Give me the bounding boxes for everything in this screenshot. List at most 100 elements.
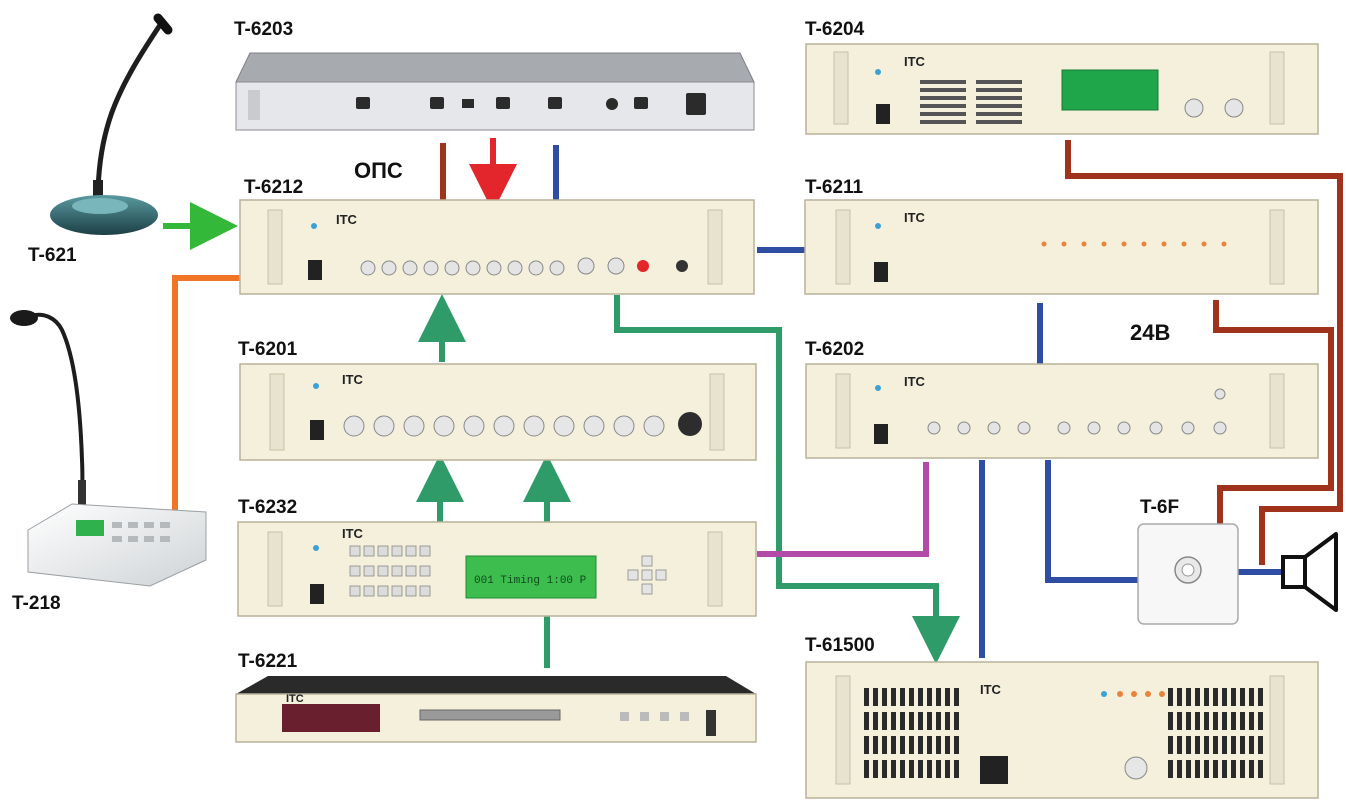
label-t6f: T-6F bbox=[1140, 498, 1179, 517]
vent-slot bbox=[882, 688, 887, 706]
vent-slot bbox=[1240, 688, 1245, 706]
device-t6f bbox=[1138, 524, 1238, 624]
brand-logo: ITC bbox=[342, 526, 364, 541]
brand-logo: ITC bbox=[286, 693, 304, 705]
vent-slot bbox=[1258, 760, 1263, 778]
label-t6212: T-6212 bbox=[244, 178, 303, 197]
vent-slot bbox=[882, 712, 887, 730]
brand-logo: ITC bbox=[904, 54, 926, 69]
vent-slot bbox=[945, 736, 950, 754]
vent-slot bbox=[864, 712, 869, 730]
vent-slot bbox=[1186, 736, 1191, 754]
vent-slot bbox=[1258, 736, 1263, 754]
vent-slot bbox=[1195, 736, 1200, 754]
vent-slot bbox=[1186, 760, 1191, 778]
brand-logo: ITC bbox=[904, 210, 926, 225]
vent-slot bbox=[1249, 688, 1254, 706]
brand-logo: ITC bbox=[342, 372, 364, 387]
vent-slot bbox=[1213, 760, 1218, 778]
vent-slot bbox=[936, 688, 941, 706]
vent-slot bbox=[891, 736, 896, 754]
vent-slot bbox=[873, 736, 878, 754]
vent-slot bbox=[918, 688, 923, 706]
annotation-24v: 24В bbox=[1130, 322, 1170, 344]
vent-slot bbox=[1258, 688, 1263, 706]
device-t6212: ITC bbox=[240, 200, 754, 294]
vent-slot bbox=[945, 688, 950, 706]
label-t6201: T-6201 bbox=[238, 340, 297, 359]
vent-slot bbox=[1249, 736, 1254, 754]
vent-slot bbox=[1240, 760, 1245, 778]
lcd-display-text: 001 Timing 1:00 P bbox=[474, 575, 587, 587]
label-t6221: T-6221 bbox=[238, 652, 297, 671]
vent-slot bbox=[1213, 688, 1218, 706]
vent-slot bbox=[1213, 712, 1218, 730]
vent-slot bbox=[1249, 712, 1254, 730]
device-t6202: ITC bbox=[806, 364, 1318, 458]
vent-slot bbox=[1168, 712, 1173, 730]
vent-slot bbox=[1222, 760, 1227, 778]
brand-logo: ITC bbox=[980, 682, 1002, 697]
vent-slot bbox=[1222, 688, 1227, 706]
vent-slot bbox=[945, 712, 950, 730]
vent-slot bbox=[909, 712, 914, 730]
vent-slot bbox=[1195, 688, 1200, 706]
vent-slot bbox=[900, 736, 905, 754]
vent-slot bbox=[882, 760, 887, 778]
label-t61500: T-61500 bbox=[805, 636, 875, 655]
vent-slot bbox=[1231, 760, 1236, 778]
vent-slot bbox=[891, 712, 896, 730]
vent-slot bbox=[936, 736, 941, 754]
device-t61500: ITC bbox=[806, 662, 1318, 798]
vent-slot bbox=[936, 760, 941, 778]
gooseneck-mic-t621 bbox=[50, 18, 168, 235]
brand-logo: ITC bbox=[904, 374, 926, 389]
vent-slot bbox=[1186, 688, 1191, 706]
vent-slot bbox=[873, 712, 878, 730]
wire-magenta-6232-6202 bbox=[757, 462, 926, 554]
label-t6211: T-6211 bbox=[805, 178, 863, 197]
vent-slot bbox=[927, 688, 932, 706]
vent-slot bbox=[927, 712, 932, 730]
vent-slot bbox=[1177, 736, 1182, 754]
vent-slot bbox=[1204, 760, 1209, 778]
device-t6203 bbox=[236, 53, 754, 130]
vent-slot bbox=[1168, 688, 1173, 706]
wire-blue-6202-6f bbox=[1048, 460, 1138, 580]
annotation-ops: ОПС bbox=[354, 160, 403, 182]
vent-slot bbox=[1231, 712, 1236, 730]
vent-slot bbox=[927, 736, 932, 754]
vent-slot bbox=[918, 736, 923, 754]
vent-slot bbox=[891, 688, 896, 706]
vent-slot bbox=[927, 760, 932, 778]
device-t6232: ITC 001 Timing 1:00 P bbox=[238, 522, 756, 616]
vent-slot bbox=[909, 760, 914, 778]
vent-slot bbox=[1195, 712, 1200, 730]
device-t6211: ITC bbox=[805, 200, 1318, 294]
brand-logo: ITC bbox=[336, 212, 358, 227]
vent-slot bbox=[1213, 736, 1218, 754]
vent-slot bbox=[864, 760, 869, 778]
vent-slot bbox=[1177, 712, 1182, 730]
vent-slot bbox=[1222, 712, 1227, 730]
vent-slot bbox=[1177, 760, 1182, 778]
vent-slot bbox=[1177, 688, 1182, 706]
device-t6204: ITC bbox=[806, 44, 1318, 134]
device-t6221: ITC bbox=[236, 676, 756, 742]
vent-slot bbox=[918, 712, 923, 730]
wire-orange-218-6212 bbox=[175, 278, 240, 510]
vent-slot bbox=[1240, 736, 1245, 754]
vent-slot bbox=[1249, 760, 1254, 778]
vent-slot bbox=[900, 712, 905, 730]
vent-slot bbox=[873, 688, 878, 706]
label-t6204: T-6204 bbox=[805, 20, 864, 39]
vent-slot bbox=[864, 688, 869, 706]
device-t6201: ITC bbox=[240, 364, 756, 460]
vent-slot bbox=[873, 760, 878, 778]
vent-slot bbox=[864, 736, 869, 754]
vent-slot bbox=[882, 736, 887, 754]
vent-slot bbox=[891, 760, 896, 778]
vent-slot bbox=[954, 712, 959, 730]
label-t621: T-621 bbox=[28, 246, 77, 265]
